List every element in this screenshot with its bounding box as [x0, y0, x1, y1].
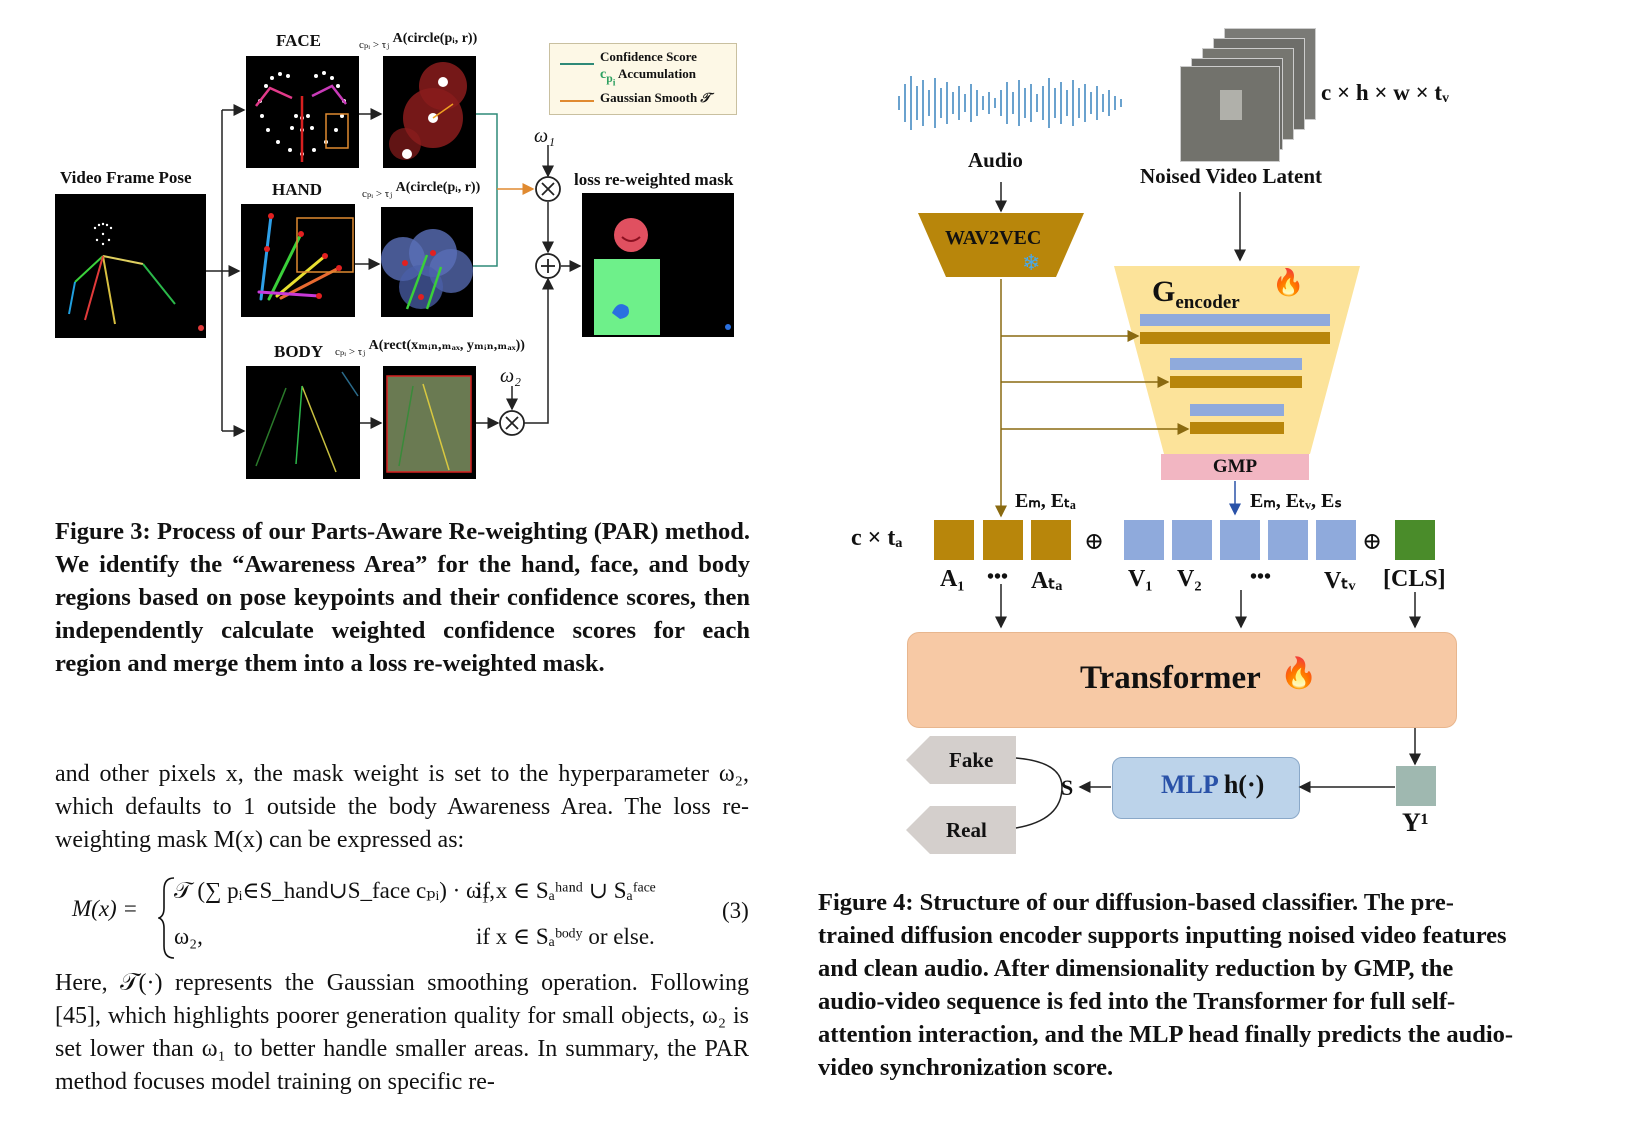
equation-condition-2: if x ∈ Sₐᵇᵒᵈʸ or else.	[476, 924, 655, 949]
gmp-block: GMP	[1161, 454, 1309, 480]
audio-token-3	[1031, 520, 1071, 560]
transformer-block	[907, 632, 1457, 728]
legend-gaussian-text: Gaussian Smooth	[600, 90, 698, 105]
figure3-caption: Figure 3: Process of our Parts-Aware Re-…	[55, 518, 750, 677]
token-a-dots: •••	[987, 566, 1009, 588]
video-token-2	[1172, 520, 1212, 560]
gaussian-symbol: 𝒯	[700, 90, 711, 105]
mlp-head-block	[1112, 757, 1300, 819]
em-etv-es-label: Eₘ, Eₜᵥ, Eₛ	[1250, 490, 1342, 512]
figure3-connectors	[206, 104, 582, 437]
noised-video-latent-label: Noised Video Latent	[1140, 164, 1323, 188]
mlp-function: h(·)	[1223, 770, 1265, 799]
hand-label: HAND	[272, 180, 323, 199]
body-keypoints-image	[246, 366, 360, 479]
omega2-label: ω₂	[500, 365, 522, 387]
flame-icon: 🔥	[1280, 657, 1318, 690]
hand-union-formula: cₚᵢ > τⱼ A(circle(pᵢ, r))	[362, 180, 480, 200]
figure4-caption: Figure 4: Structure of our diffusion-bas…	[818, 889, 1514, 1081]
face-awareness-area-image	[383, 56, 476, 168]
token-v1: V₁	[1128, 566, 1153, 592]
wav2vec-label: WAV2VEC	[945, 227, 1042, 249]
hand-keypoints-image	[241, 204, 355, 317]
legend-gaussian: Gaussian Smooth 𝒯	[600, 90, 710, 106]
noised-video-latent-stack	[1180, 28, 1320, 162]
face-union-formula: cₚᵢ > τⱼ A(circle(pᵢ, r))	[359, 31, 477, 51]
video-token-5	[1316, 520, 1356, 560]
union-subscript: cₚᵢ > τⱼ	[359, 39, 390, 51]
token-a1: A₁	[940, 566, 965, 592]
video-frame-pose-image	[55, 194, 206, 338]
token-ata: Aₜₐ	[1031, 568, 1063, 594]
token-cls: [CLS]	[1383, 566, 1446, 592]
legend-accumulation-line	[560, 63, 594, 65]
video-token-1	[1124, 520, 1164, 560]
audio-label: Audio	[968, 148, 1023, 172]
equation-lhs: M(x) =	[72, 896, 138, 921]
hand-formula-text: A(circle(pᵢ, r))	[395, 180, 481, 195]
mlp-text: MLP	[1161, 770, 1218, 799]
equation-brace	[158, 877, 175, 959]
em-ea-label: Eₘ, Eₜₐ	[1015, 490, 1076, 512]
equation-case-2: ω₂,	[174, 924, 203, 949]
encoder-g: G	[1152, 275, 1176, 308]
latent-dims-label: c × h × w × tᵥ	[1321, 80, 1449, 105]
figure4-connectors	[995, 182, 1421, 829]
fake-label: Fake	[949, 748, 994, 772]
legend-accumulation: cpi Accumulation	[600, 66, 696, 89]
cls-token	[1395, 520, 1435, 560]
token-v2: V₂	[1177, 566, 1202, 592]
union-subscript: cₚᵢ > τⱼ	[362, 188, 393, 200]
paragraph-2: Here, 𝒯(·) represents the Gaussian smoot…	[55, 970, 749, 1095]
y1-label: Y¹	[1402, 808, 1429, 837]
wav2vec-block	[918, 213, 1084, 277]
video-token-3	[1220, 520, 1260, 560]
body-formula-text: A(rect(xₘᵢₙ,ₘₐₓ, yₘᵢₙ,ₘₐₓ))	[368, 338, 525, 353]
audio-waveform	[898, 76, 1122, 130]
loss-reweighted-mask-image	[582, 193, 734, 337]
audio-token-1	[934, 520, 974, 560]
score-s-label: S	[1061, 775, 1074, 800]
y1-token	[1396, 766, 1436, 806]
c-ta-label: c × tₐ	[851, 525, 903, 551]
union-subscript: cₚᵢ > τⱼ	[335, 346, 366, 358]
encoder-label: Gencoder	[1152, 275, 1240, 314]
body-label: BODY	[274, 342, 324, 361]
token-vtv: Vₜᵥ	[1324, 568, 1356, 594]
token-v-dots: •••	[1250, 566, 1272, 588]
body-union-formula: cₚᵢ > τⱼ A(rect(xₘᵢₙ,ₘₐₓ, yₘᵢₙ,ₘₐₓ))	[335, 337, 525, 358]
legend-confidence: Confidence Score	[600, 49, 697, 64]
body-awareness-area-image	[383, 366, 476, 479]
hand-awareness-area-image	[381, 207, 473, 317]
legend-box: Confidence Score cpi Accumulation Gaussi…	[549, 43, 737, 115]
video-frame-pose-label: Video Frame Pose	[60, 168, 192, 187]
concat-icon-1: ⊕	[1084, 529, 1105, 555]
audio-token-2	[983, 520, 1023, 560]
equation-3: M(x) = 𝒯 (∑ pᵢ∈S_hand∪S_face cₚᵢ) · ω₁, …	[72, 877, 752, 960]
real-label: Real	[946, 818, 987, 842]
face-label: FACE	[276, 31, 322, 50]
omega1-label: ω₁	[534, 125, 556, 147]
face-keypoints-image	[246, 56, 359, 168]
paragraph-1: and other pixels x, the mask weight is s…	[55, 761, 749, 853]
concat-icon-2: ⊕	[1362, 529, 1383, 555]
encoder-block	[1114, 266, 1360, 454]
transformer-label: Transformer	[1080, 660, 1261, 696]
equation-condition-1: if x ∈ Sₐʰᵃⁿᵈ ∪ Sₐᶠᵃᶜᵉ	[476, 878, 656, 903]
equation-case-1: 𝒯 (∑ pᵢ∈S_hand∪S_face cₚᵢ) · ω₁,	[174, 878, 495, 903]
legend-accumulation-text: Accumulation	[617, 66, 696, 81]
legend-gaussian-line	[560, 100, 594, 102]
encoder-subscript: encoder	[1175, 292, 1240, 313]
mask-label: loss re-weighted mask	[574, 170, 734, 189]
snowflake-icon: ❄	[1022, 250, 1041, 275]
video-token-4	[1268, 520, 1308, 560]
equation-number: (3)	[722, 898, 749, 923]
flame-icon: 🔥	[1272, 268, 1305, 297]
face-formula-text: A(circle(pᵢ, r))	[392, 31, 478, 46]
mlp-label: MLP h(·)	[1161, 770, 1264, 800]
output-arrows	[906, 736, 1016, 854]
